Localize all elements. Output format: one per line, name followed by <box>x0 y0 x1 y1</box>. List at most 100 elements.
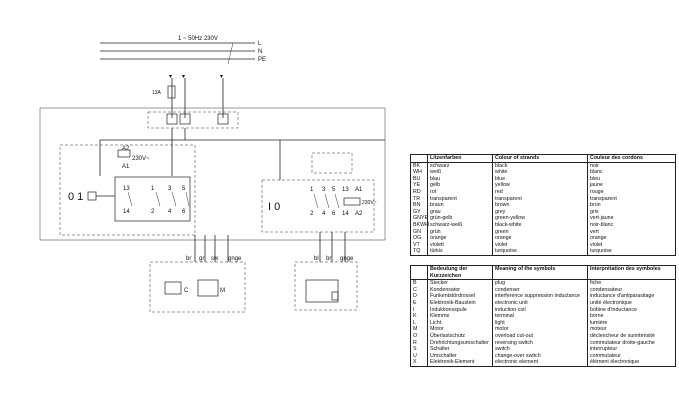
line-n-label: N <box>258 49 262 55</box>
table-cell: jaune <box>587 182 675 189</box>
table-cell: condenser <box>492 286 587 294</box>
plug-connections: ▾ ▾ ▾ 13A <box>147 74 239 129</box>
table-cell: switch <box>492 346 587 353</box>
table-cell: O <box>413 332 418 339</box>
table-cell: RD <box>413 188 421 195</box>
table-cell: turquoise <box>587 248 675 255</box>
table-cell: unité électronique <box>587 299 675 307</box>
wire-label-br: br <box>326 256 331 262</box>
table-cell: electronic element <box>492 359 587 366</box>
table-cell: X <box>413 359 417 366</box>
table-cell: BN <box>413 202 421 209</box>
terminal-a2: A2 <box>355 211 363 217</box>
table-cell: brun <box>587 202 675 209</box>
table-cell: blanc <box>587 169 675 176</box>
colour-legend-header: Litzenfarben Colour of strands Couleur d… <box>411 155 675 163</box>
terminal-1: 1 <box>151 186 155 192</box>
table-cell: overload cut-out <box>492 332 587 340</box>
header-english: Colour of strands <box>492 155 587 162</box>
table-cell: bobine d'inductance <box>587 306 675 314</box>
header-english: Meaning of the symbols <box>492 266 587 280</box>
motor-label: M <box>220 288 225 294</box>
table-cell: Schalter <box>427 346 492 353</box>
table-cell: Überlastschutz <box>427 332 492 340</box>
fuse <box>167 85 176 99</box>
header-french: Couleur des cordons <box>587 155 675 162</box>
table-cell: Licht <box>427 319 492 327</box>
table-cell: rot <box>427 188 492 196</box>
table-cell: transparent <box>587 195 675 203</box>
table-cell: condensateur <box>587 286 675 294</box>
terminal-1: 1 <box>310 187 314 193</box>
table-cell: TR <box>413 195 421 202</box>
motor-terminal-box: br gr sw gnge C M <box>149 256 246 313</box>
table-cell: lumière <box>587 319 675 327</box>
table-cell: violet <box>492 241 587 249</box>
table-cell: orange <box>587 235 675 242</box>
coil-box <box>343 197 361 206</box>
table-cell: GY <box>413 208 421 215</box>
coil-voltage-label: 230V~ <box>362 200 377 206</box>
table-cell: blue <box>492 175 587 183</box>
table-cell: yellow <box>492 182 587 189</box>
table-cell: VT <box>413 241 420 248</box>
table-cell: bleu <box>587 175 675 183</box>
table-cell: turquoise <box>492 248 587 255</box>
table-cell: TQ <box>413 248 421 255</box>
contactor-right: I 0 1 3 5 13 A1 2 4 6 14 A2 230V~ <box>261 152 377 233</box>
table-cell: grün-gelb <box>427 215 492 222</box>
table-cell: orange <box>492 235 587 242</box>
table-cell: schwarz <box>427 162 492 170</box>
coil-a2-box <box>117 149 131 158</box>
table-cell: transparent <box>427 195 492 203</box>
table-cell: Motor <box>427 326 492 333</box>
supply-lines: 1 ~ 50Hz 230V L N PE <box>100 36 266 65</box>
table-cell: GN <box>413 228 421 235</box>
table-cell: Drehrichtungsumschalter <box>427 339 492 347</box>
table-cell: E <box>413 299 417 306</box>
table-cell: Elektronik-Element <box>427 359 492 366</box>
switch-symbol: 0 1 <box>68 191 83 203</box>
colour-legend-table: Litzenfarben Colour of strands Couleur d… <box>410 154 676 256</box>
table-cell: Umschalter <box>427 352 492 360</box>
table-cell: borne <box>587 313 675 320</box>
wire-label-gnge: gnge <box>228 256 242 262</box>
switch-symbol: I 0 <box>268 201 280 213</box>
table-cell: schwarz-weiß <box>427 221 492 229</box>
table-cell: rouge <box>587 188 675 196</box>
table-cell: green-yellow <box>492 215 587 222</box>
contactor-left: A2 230V~ A1 0 1 13 1 3 5 14 2 4 6 <box>59 144 196 236</box>
table-cell: BU <box>413 175 421 182</box>
wire-label-bl: bl <box>314 256 319 262</box>
coil-a1-label: A1 <box>122 164 130 170</box>
table-cell: inductance d'antiparasitage <box>587 293 675 300</box>
table-cell: interrupteur <box>587 346 675 353</box>
table-cell: transparent <box>492 195 587 203</box>
table-cell: gelb <box>427 182 492 189</box>
table-cell: Elektronik-Baustein <box>427 299 492 307</box>
table-cell: BKWH <box>413 221 429 228</box>
table-cell: GNYE <box>413 215 429 222</box>
table-cell: terminal <box>492 313 587 320</box>
fuse-label: 13A <box>152 90 162 96</box>
table-cell: commutateur droite-gauche <box>587 339 675 347</box>
table-cell: fiche <box>587 280 675 287</box>
coil-voltage-label: 230V~ <box>132 156 150 162</box>
header-code <box>411 155 427 162</box>
table-cell: light <box>492 319 587 327</box>
terminal-3: 3 <box>322 187 326 193</box>
table-cell: moteur <box>587 326 675 333</box>
table-cell: U <box>413 352 417 359</box>
